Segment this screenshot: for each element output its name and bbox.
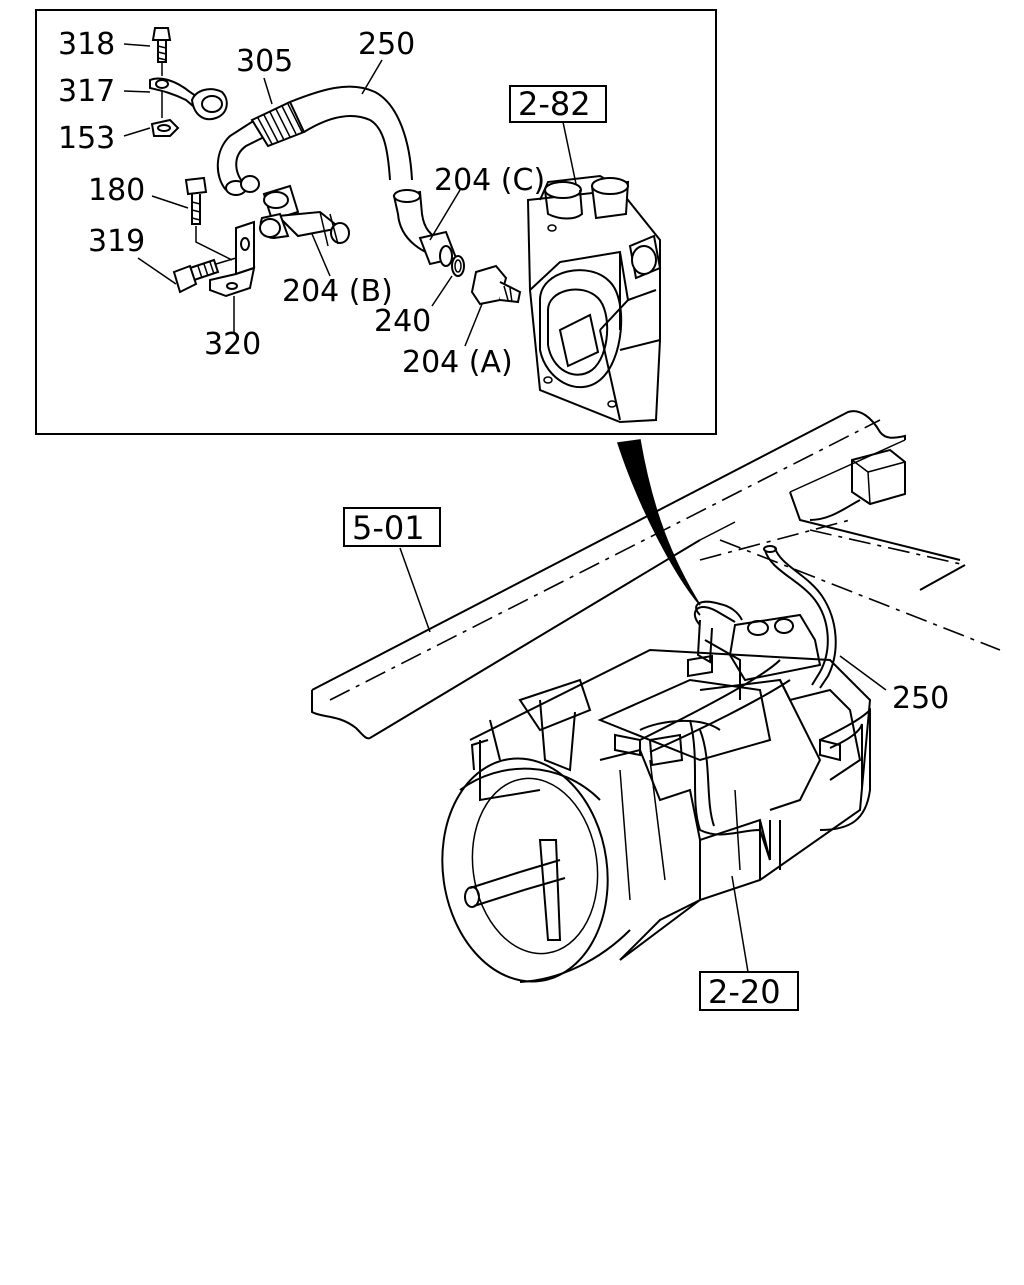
- callout-317: 317: [58, 74, 115, 109]
- callout-204a: 204 (A): [402, 345, 513, 380]
- callout-204b: 204 (B): [282, 274, 393, 309]
- callout-240: 240: [374, 304, 431, 339]
- callout-320: 320: [204, 327, 261, 362]
- callout-labels: 318 317 153 180 319 320 305 250 204 (C) …: [58, 27, 949, 716]
- reference-5-01[interactable]: 5-01: [343, 507, 441, 547]
- callout-250-detail: 250: [358, 27, 415, 62]
- reference-2-82[interactable]: 2-82: [509, 85, 607, 123]
- callout-305: 305: [236, 44, 293, 79]
- callout-319: 319: [88, 224, 145, 259]
- detail-inset-parts: [149, 27, 662, 424]
- leader-lines: [123, 43, 887, 973]
- callout-204c: 204 (C): [434, 163, 545, 198]
- callout-318: 318: [58, 27, 115, 62]
- detail-pointer-arrow: [617, 439, 701, 606]
- reference-5-01-label: 5-01: [352, 509, 425, 547]
- callout-250-main: 250: [892, 681, 949, 716]
- reference-2-82-label: 2-82: [518, 85, 591, 123]
- reference-2-20[interactable]: 2-20: [699, 971, 799, 1011]
- callout-153: 153: [58, 121, 115, 156]
- frame-rail: [311, 410, 1001, 740]
- callout-180: 180: [88, 173, 145, 208]
- transmission-assembly: [441, 545, 872, 983]
- reference-2-20-label: 2-20: [708, 973, 781, 1011]
